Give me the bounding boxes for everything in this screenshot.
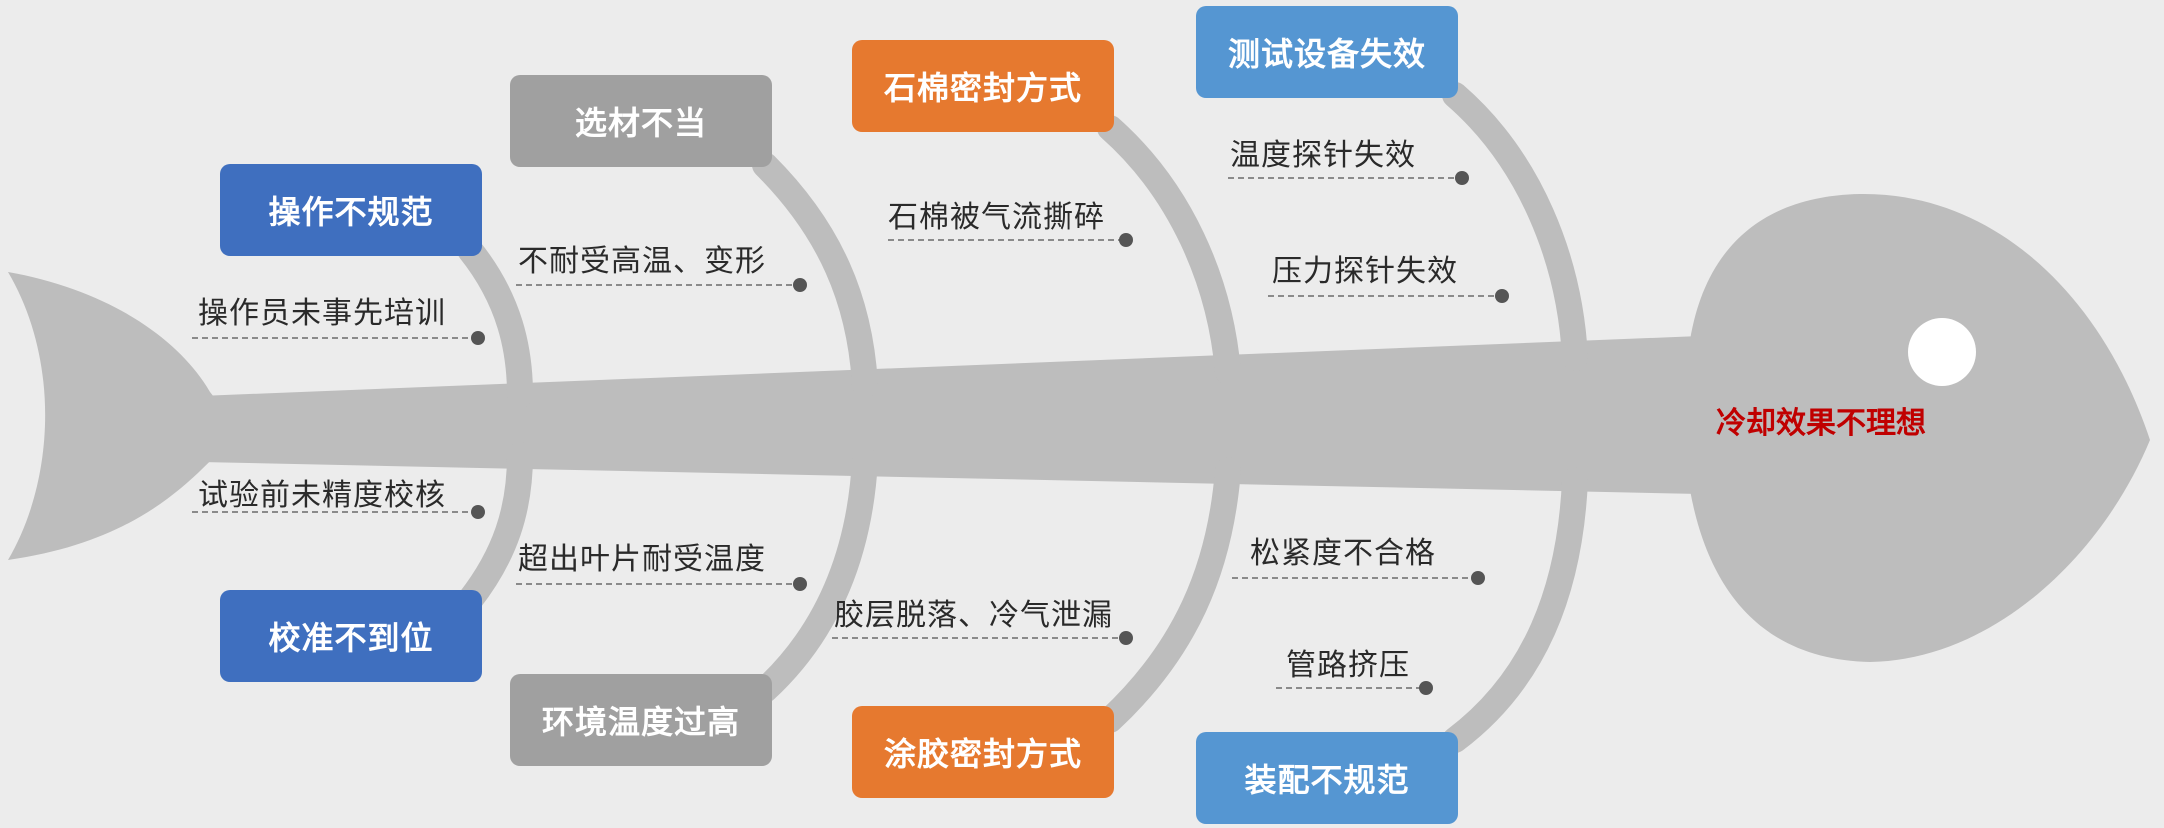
category-box-operation: 操作不规范 <box>220 164 482 256</box>
bone-bottom-3 <box>1097 457 1241 733</box>
category-label: 石棉密封方式 <box>883 69 1082 107</box>
category-label: 涂胶密封方式 <box>883 735 1082 773</box>
category-box-calibration: 校准不到位 <box>220 590 482 682</box>
cause-dots <box>471 171 1509 695</box>
bone-top-1 <box>457 237 533 408</box>
cause-text: 超出叶片耐受温度 <box>518 542 766 577</box>
bone-top-2 <box>752 152 878 398</box>
bone-top-3 <box>1097 115 1241 385</box>
cause-text: 胶层脱落、冷气泄漏 <box>834 598 1113 633</box>
cause-text: 松紧度不合格 <box>1250 536 1436 571</box>
category-box-test-equipment: 测试设备失效 <box>1196 6 1458 98</box>
category-label: 选材不当 <box>574 104 707 142</box>
cause-text: 石棉被气流撕碎 <box>888 200 1105 235</box>
fish-spine <box>200 336 1700 494</box>
bone-bottom-2 <box>752 447 878 703</box>
category-box-assembly: 装配不规范 <box>1196 732 1458 824</box>
cause-text: 温度探针失效 <box>1230 138 1416 173</box>
category-box-material: 选材不当 <box>510 75 772 167</box>
category-box-glue-seal: 涂胶密封方式 <box>852 706 1114 798</box>
bone-top-4 <box>1442 82 1588 371</box>
category-label: 测试设备失效 <box>1227 35 1426 73</box>
category-label: 操作不规范 <box>268 193 434 231</box>
fish-head <box>1690 193 2150 662</box>
category-box-environment: 环境温度过高 <box>510 674 772 766</box>
fish-eye <box>1908 318 1976 386</box>
fish-tail <box>8 272 240 560</box>
bone-bottom-4 <box>1442 467 1588 753</box>
bone-bottom-1 <box>457 442 533 613</box>
category-label: 装配不规范 <box>1244 761 1410 799</box>
category-label: 校准不到位 <box>268 619 434 657</box>
cause-text: 试验前未精度校核 <box>198 478 446 513</box>
cause-leaders <box>192 177 1502 689</box>
category-box-asbestos-seal: 石棉密封方式 <box>852 40 1114 132</box>
category-label: 环境温度过高 <box>541 703 740 741</box>
cause-text: 操作员未事先培训 <box>198 296 446 331</box>
effect-label: 冷却效果不理想 <box>1716 406 1926 441</box>
cause-text: 不耐受高温、变形 <box>518 244 766 279</box>
cause-text: 压力探针失效 <box>1272 254 1458 289</box>
cause-text: 管路挤压 <box>1286 648 1410 683</box>
